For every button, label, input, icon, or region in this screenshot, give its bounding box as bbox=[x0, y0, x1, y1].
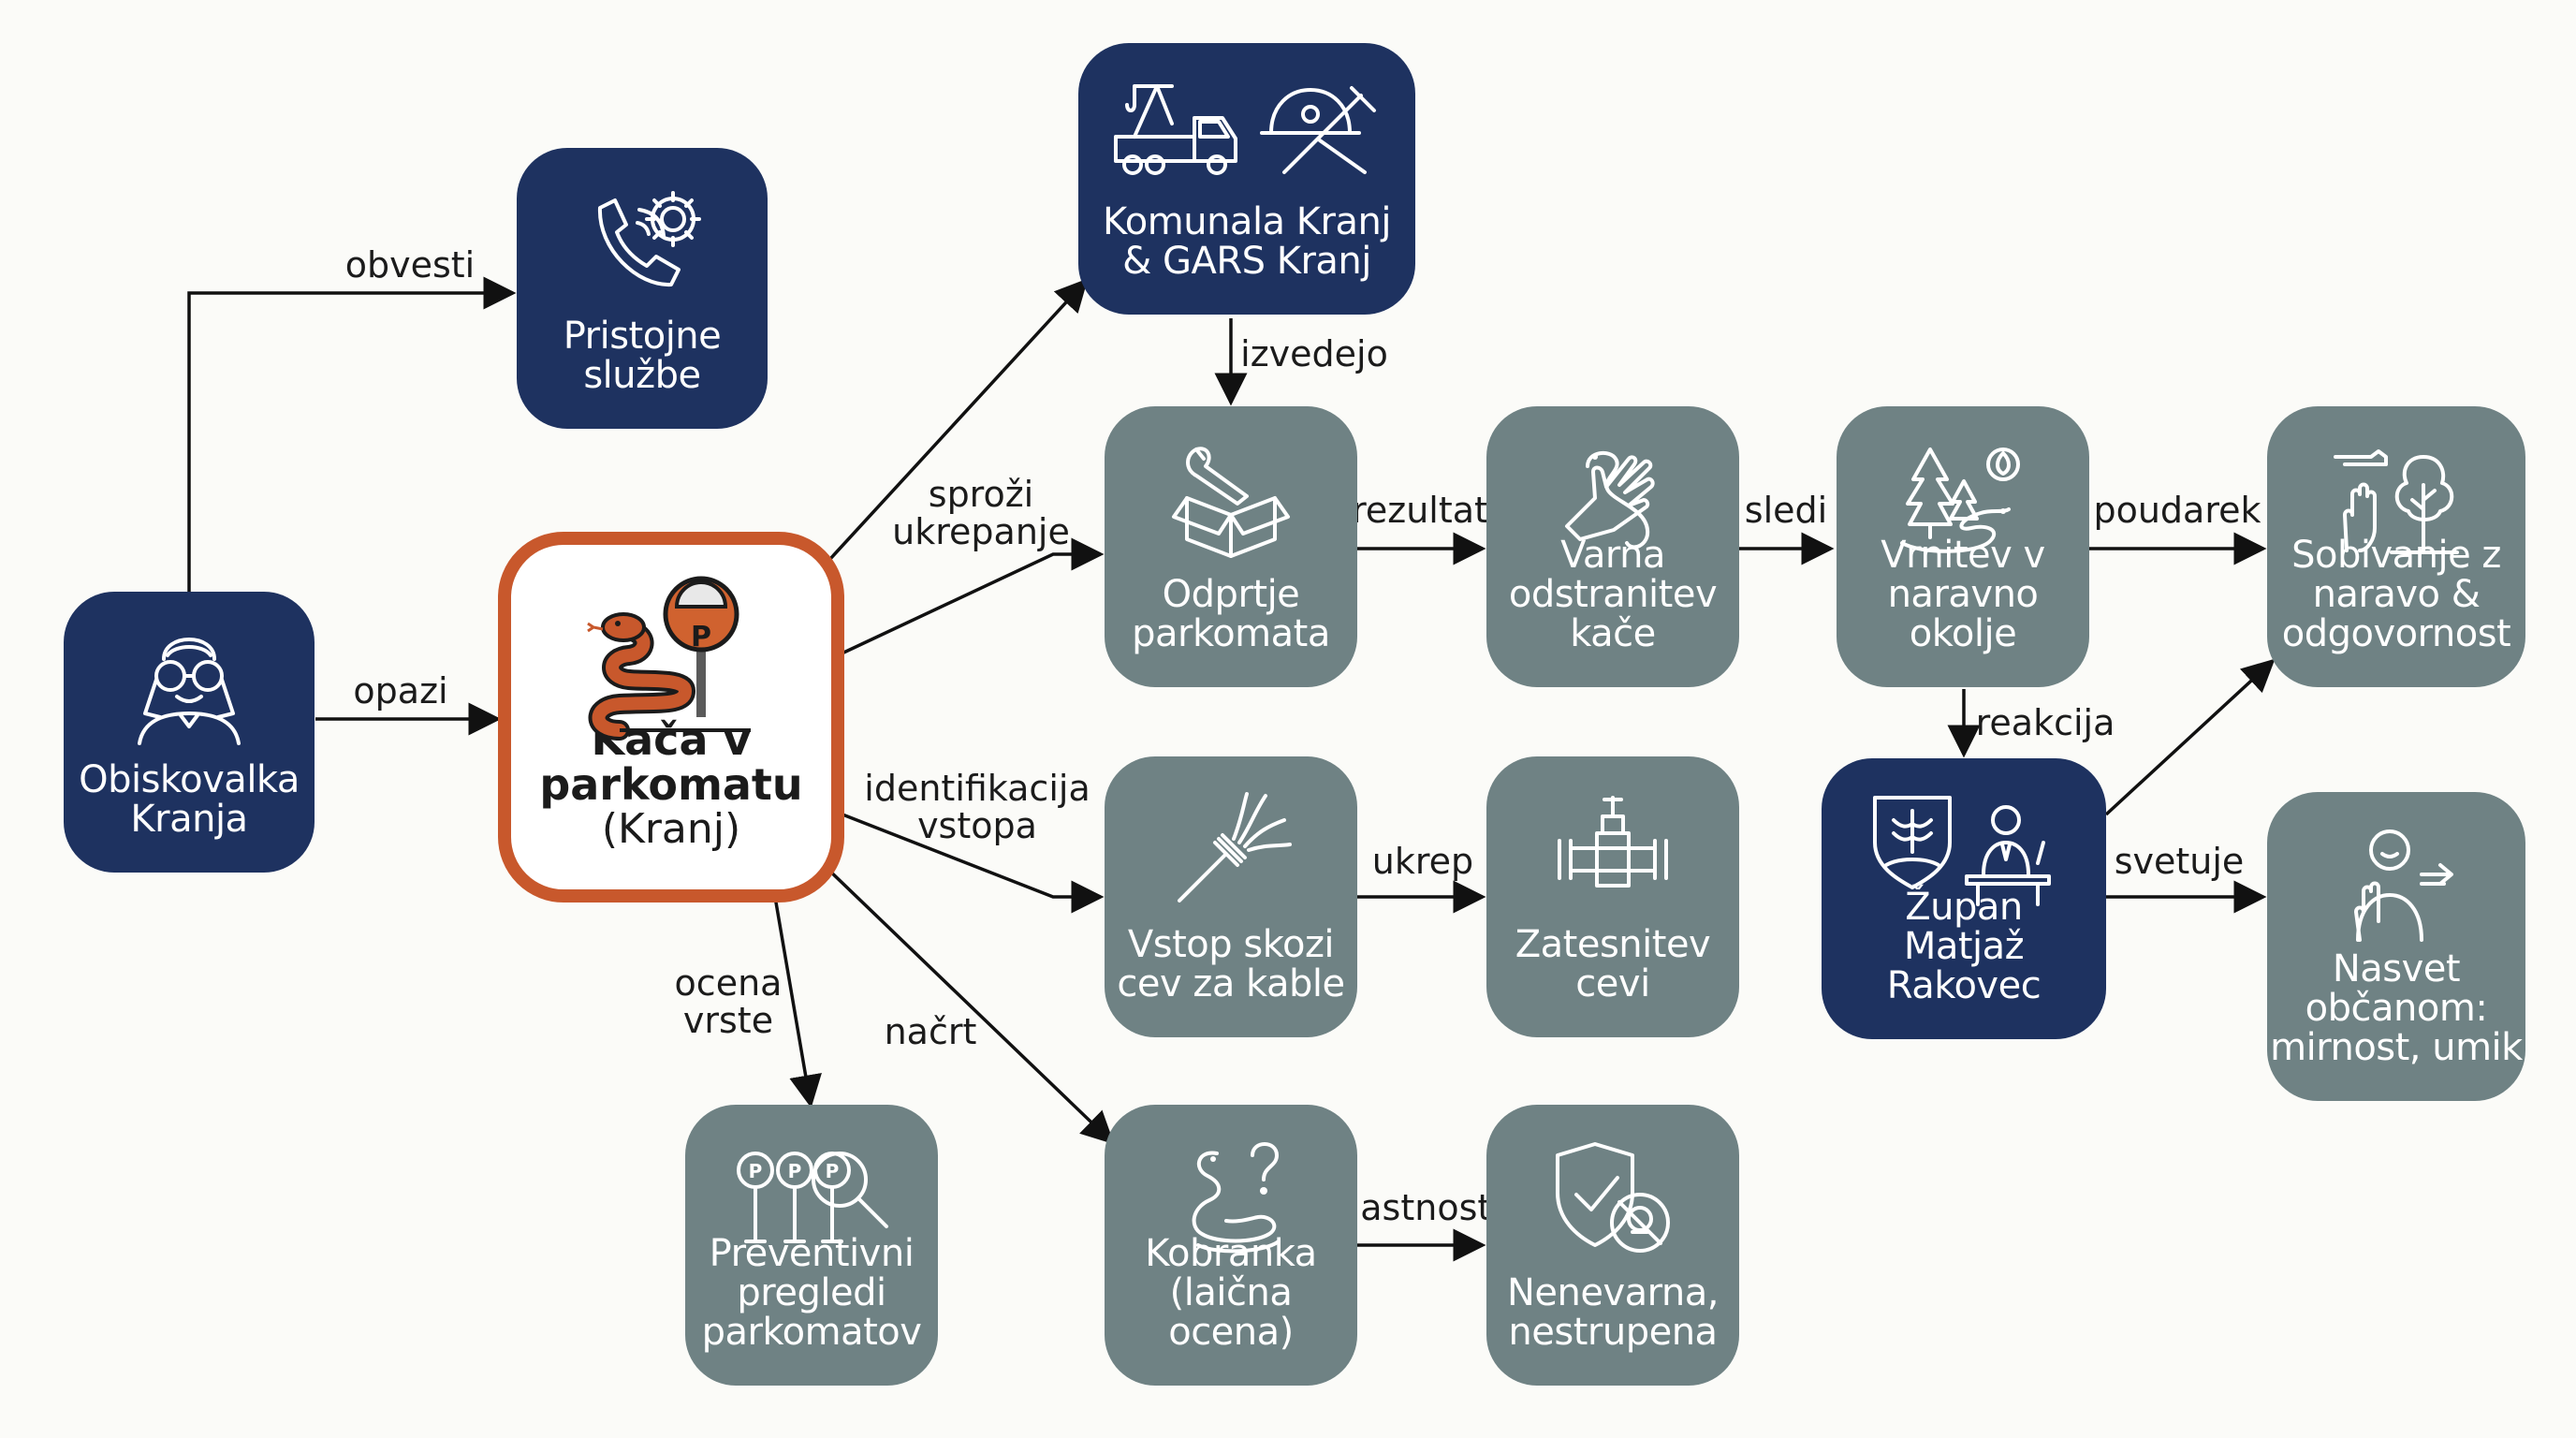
shield-check-no-poison-icon bbox=[1543, 1137, 1683, 1263]
node-open-meter[interactable]: Odprtje parkomata bbox=[1105, 406, 1357, 687]
edge-label-ukrep: ukrep bbox=[1371, 841, 1474, 882]
node-snake-in-meter[interactable]: P Kača v parkomatu (Kranj) bbox=[498, 532, 844, 902]
glove-snake-icon bbox=[1543, 438, 1683, 565]
sealed-pipe-icon bbox=[1543, 788, 1683, 915]
node-species-label: Kobranka (laična ocena) bbox=[1145, 1232, 1317, 1354]
meters-magnifier-icon: P P P bbox=[727, 1137, 896, 1263]
phone-gear-icon bbox=[572, 180, 712, 306]
toolbox-wrench-icon bbox=[1161, 438, 1301, 565]
node-return-nature[interactable]: Vrnitev v naravno okolje bbox=[1837, 406, 2089, 687]
trees-snake-icon bbox=[1893, 438, 2033, 565]
edge-label-rezultat: rezultat bbox=[1352, 490, 1488, 531]
edge-nacrt bbox=[822, 863, 1115, 1145]
node-seal-pipe[interactable]: Zatesnitev cevi bbox=[1486, 756, 1739, 1037]
node-coexistence-label: Sobivanje z naravo & odgovornost bbox=[2281, 534, 2511, 655]
svg-text:P: P bbox=[788, 1160, 802, 1182]
node-safe-removal-label: Varna odstranitev kače bbox=[1508, 534, 1718, 655]
tow-truck-firefighter-icon bbox=[1106, 67, 1387, 194]
node-open-meter-label: Odprtje parkomata bbox=[1132, 573, 1330, 655]
node-advice-label: Nasvet občanom: mirnost, umik bbox=[2270, 947, 2523, 1069]
edge-label-nacrt: načrt bbox=[884, 1011, 977, 1052]
node-services[interactable]: Pristojne službe bbox=[517, 148, 768, 429]
node-komunala[interactable]: Komunala Kranj & GARS Kranj bbox=[1078, 43, 1415, 315]
node-return-nature-label: Vrnitev v naravno okolje bbox=[1881, 534, 2045, 655]
node-visitor[interactable]: Obiskovalka Kranja bbox=[64, 592, 315, 873]
edge-label-izvedejo: izvedejo bbox=[1240, 333, 1388, 374]
edge-label-obvesti: obvesti bbox=[344, 244, 476, 286]
snake-question-icon bbox=[1161, 1137, 1301, 1263]
person-stop-hand-icon bbox=[2326, 824, 2466, 950]
node-cable-entry-label: Vstop skozi cev za kable bbox=[1117, 923, 1345, 1005]
node-komunala-label: Komunala Kranj & GARS Kranj bbox=[1103, 200, 1391, 283]
node-inspections[interactable]: P P P Preventivni pregledi parkomatov bbox=[685, 1105, 938, 1386]
edge-label-poudarek: poudarek bbox=[2093, 490, 2261, 531]
edge-komunala bbox=[817, 278, 1089, 573]
snake-parking-meter-icon: P bbox=[582, 565, 760, 748]
edge-label-ocena: ocena vrste bbox=[674, 962, 783, 1041]
node-mayor[interactable]: Župan Matjaž Rakovec bbox=[1822, 758, 2106, 1039]
edge-label-opazi: opazi bbox=[353, 670, 448, 712]
svg-text:P: P bbox=[691, 621, 711, 653]
edge-label-identifikacija: identifikacija vstopa bbox=[864, 768, 1090, 846]
node-coexistence[interactable]: Sobivanje z naravo & odgovornost bbox=[2267, 406, 2525, 687]
binoculars-person-icon bbox=[119, 624, 259, 750]
cable-pipe-icon bbox=[1161, 788, 1301, 915]
node-inspections-label: Preventivni pregledi parkomatov bbox=[701, 1232, 922, 1354]
node-species[interactable]: Kobranka (laična ocena) bbox=[1105, 1105, 1357, 1386]
hand-tree-icon bbox=[2326, 438, 2466, 565]
edge-sprozi bbox=[837, 537, 1105, 657]
node-seal-pipe-label: Zatesnitev cevi bbox=[1515, 923, 1711, 1005]
edge-label-sledi: sledi bbox=[1744, 490, 1828, 531]
edge-obvesti bbox=[187, 276, 517, 592]
edge-label-svetuje: svetuje bbox=[2114, 841, 2245, 882]
edge-label-lastnost: lastnost bbox=[1350, 1187, 1492, 1228]
edge-mayor-coexist bbox=[2104, 658, 2276, 816]
node-mayor-label: Župan Matjaž Rakovec bbox=[1886, 886, 2042, 1007]
edge-identifikacija bbox=[837, 811, 1105, 914]
node-harmless-label: Nenevarna, nestrupena bbox=[1507, 1271, 1720, 1354]
node-snake-title: Kača v parkomatu bbox=[539, 714, 803, 810]
node-safe-removal[interactable]: Varna odstranitev kače bbox=[1486, 406, 1739, 687]
node-advice[interactable]: Nasvet občanom: mirnost, umik bbox=[2267, 792, 2525, 1101]
node-cable-entry[interactable]: Vstop skozi cev za kable bbox=[1105, 756, 1357, 1037]
edge-label-reakcija: reakcija bbox=[1975, 702, 2115, 743]
edge-ocena bbox=[773, 896, 822, 1108]
svg-text:P: P bbox=[826, 1160, 840, 1182]
node-services-label: Pristojne službe bbox=[563, 315, 722, 397]
node-snake-subtitle: (Kranj) bbox=[601, 805, 741, 853]
node-visitor-label: Obiskovalka Kranja bbox=[79, 758, 300, 841]
edge-label-sprozi: sproži ukrepanje bbox=[892, 474, 1070, 552]
svg-text:P: P bbox=[749, 1160, 763, 1182]
node-harmless[interactable]: Nenevarna, nestrupena bbox=[1486, 1105, 1739, 1386]
coat-of-arms-speaker-icon bbox=[1866, 786, 2062, 913]
